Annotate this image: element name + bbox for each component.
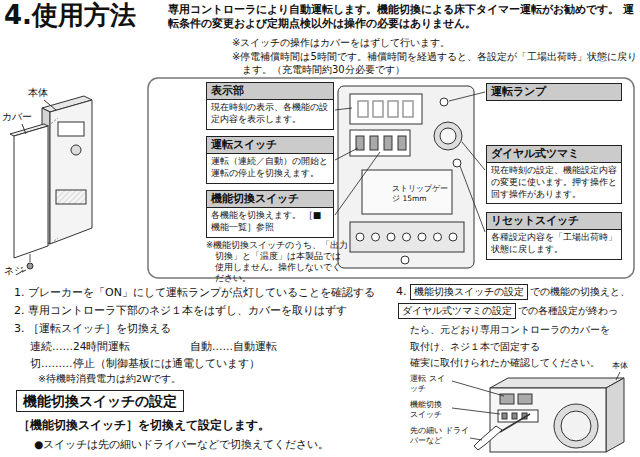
part-name: 運転 スイッチ [410,374,452,395]
cover-fitting-view [452,372,624,452]
step-number: 4. [396,285,407,299]
box-body: 各機能を切換えます。 ［■機能一覧］参照 [207,208,333,236]
box-heading: 機能切換スイッチの設定 [23,392,177,410]
dimension: ストリップゲージ 15mm [392,184,452,204]
box-heading: ダイヤル式ツマミの設定 [402,304,512,318]
box-heading: リセットスイッチ [487,213,621,230]
page-title: 4.使用方法 [4,0,136,31]
section-heading: 機能切換スイッチの設定 [16,390,184,412]
step-text: 1. ブレーカーを「ON」にして運転ランプが点灯していることを確認する [14,286,375,300]
box-heading: 運転ランプ [487,84,621,100]
reference-tag: ダイヤル式ツマミの設定 [398,303,516,319]
note: ※停電補償時間は5時間です。補償時間を経過すると、各設定が「工場出荷時」状態に戻… [232,50,640,76]
box-heading: 機能切換スイッチ [207,191,333,208]
step-text: 3. ［運転スイッチ］を切換える [14,322,171,336]
callout-box: 表示部現在時刻の表示、各機能の設定内容を表示します。 [206,82,334,130]
box-heading: ダイヤル式ツマミ [487,146,621,163]
step-text: 取付け、ネジ１本で固定する [410,340,540,353]
part-name: 本体 [28,86,48,99]
box-body: 現在時刻の表示、各機能の設定内容を表示します。 [207,100,333,128]
part-name: カバー [2,110,32,123]
controller-panel [338,86,474,268]
instruction-text: ［機能切換スイッチ］を切換えて設定します。 [18,418,270,434]
part-name: ネジ [4,264,24,277]
step-text: 2. 専用コントローラ下部のネジ１本をはずし、カバーを取りはずす [14,304,347,318]
part-name: 本体 [612,361,628,371]
controller-exploded-view [10,96,92,272]
note: ※スイッチの操作はカバーをはずして行います。 [232,36,450,49]
box-heading: 表示部 [207,83,333,100]
intro-text: 専用コントローラにより自動運転します。機能切換による床下タイマー運転がお勧めです… [168,3,634,32]
part-name: 先の細い ドライバーなど [410,426,470,447]
step-text: での機能の切換えと、 [530,285,630,298]
option-text: 自動……自動運転 [190,340,277,354]
callout-box: ダイヤル式ツマミ現在時刻の設定、機能設定内容の変更に使います。押す操作と回す操作… [486,145,622,204]
note: ●スイッチは先の細いドライバーなどで切換えてください。 [34,438,329,452]
callout-box: リセットスイッチ各種設定内容を「工場出荷時」状態に戻します。 [486,212,622,260]
step-text: たら、元どおり専用コントローラのカバーを [410,323,610,336]
reference-tag: 機能切換スイッチの設定 [410,284,528,300]
leader-lines [335,92,485,232]
part-name: 機能切換 スイッチ [410,400,452,421]
box-body: 各種設定内容を「工場出荷時」状態に戻します。 [487,230,621,258]
box-heading: 運転スイッチ [207,137,333,154]
step-text: での各種設定が終わっ [518,304,618,317]
note: ※待機時消費電力は約2Wです。 [38,373,181,385]
note: 確実に取付けられたか確認してください。 [410,357,600,369]
callout-box: 運転ランプ [486,83,622,101]
callout-box: 機能切換スイッチ各機能を切換えます。 ［■機能一覧］参照 [206,190,334,238]
box-body: 現在時刻の設定、機能設定内容の変更に使います。押す操作と回す操作があります。 [487,163,621,203]
option-text: 連続……24時間運転 [30,340,130,354]
box-body: 運転（連続／自動）の開始と運転の停止を切換えます。 [207,154,333,182]
callout-box: 運転スイッチ運転（連続／自動）の開始と運転の停止を切換えます。 [206,136,334,184]
box-heading: 機能切換スイッチの設定 [414,285,524,299]
option-text: 切………停止（制御基板には通電しています） [30,357,260,371]
note: ※機能切換スイッチのうち、「出力切換」と「温度」は本製品では使用しません。操作し… [206,240,349,284]
